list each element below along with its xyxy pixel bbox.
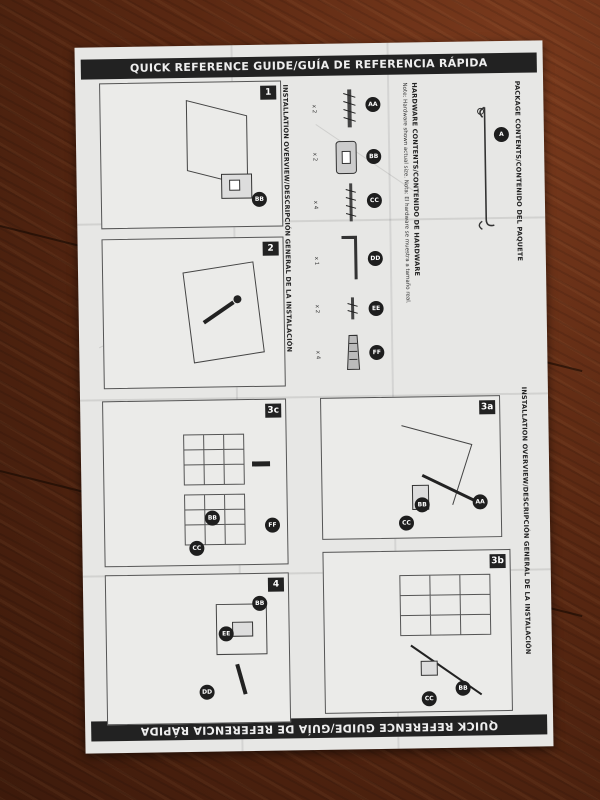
step-2-illustration [182, 261, 265, 364]
step-4-number: 4 [267, 577, 285, 592]
part-cc-badge: CC [366, 192, 383, 209]
part-ee-badge: EE [368, 300, 384, 317]
banner-top: QUICK REFERENCE GUIDE/GUÍA DE REFERENCIA… [80, 52, 537, 80]
plate-bb-illustration [335, 140, 357, 175]
step-3a-cc-badge: CC [398, 515, 415, 531]
qty-ff: x 4 [314, 350, 321, 360]
step-3c-ff-badge: FF [264, 517, 281, 533]
part-a-badge: A [493, 126, 510, 143]
screw-cc-illustration [345, 183, 357, 222]
qty-bb: x 2 [311, 152, 318, 162]
screw-ee-illustration [347, 297, 358, 320]
step-2-panel: 2 [101, 236, 286, 390]
anchor-ff-illustration [347, 334, 361, 370]
part-aa-badge: AA [365, 96, 381, 113]
step-3b-panel: 3b BB CC [322, 548, 513, 714]
hardware-contents-header: HARDWARE CONTENTS/CONTENIDO DE HARDWARE [410, 82, 422, 277]
step-3c-illustration [183, 433, 271, 546]
wire-bracket-illustration [477, 106, 495, 230]
step-3c-panel: 3c FF BB CC [102, 398, 289, 568]
qty-ee: x 2 [313, 304, 320, 314]
part-ff-badge: FF [369, 344, 385, 361]
part-bb-badge: BB [366, 148, 382, 165]
step-1-illustration [185, 99, 253, 199]
instruction-sheet: QUICK REFERENCE GUIDE/GUÍA DE REFERENCIA… [74, 40, 554, 754]
step-3a-number: 3a [479, 400, 496, 415]
part-dd-badge: DD [367, 250, 383, 267]
qty-dd: x 1 [313, 256, 320, 266]
step-3c-number: 3c [265, 403, 282, 418]
installation-overview-header-right: INSTALLATION OVERVIEW/DESCRIPCIÓN GENERA… [519, 386, 533, 655]
qty-aa: x 2 [310, 104, 317, 114]
step-3b-illustration [399, 573, 492, 696]
qty-cc: x 4 [312, 200, 319, 210]
package-contents-header: PACKAGE CONTENTS/CONTENIDO DEL PAQUETE [513, 80, 524, 262]
step-4-panel: 4 BB EE DD [104, 572, 292, 726]
step-3a-panel: 3a AA BB CC [320, 395, 503, 540]
hex-key-dd-illustration [341, 235, 358, 280]
step-1-panel: 1 BB [99, 80, 284, 230]
screw-aa-illustration [343, 89, 356, 128]
step-4-illustration [215, 603, 268, 695]
